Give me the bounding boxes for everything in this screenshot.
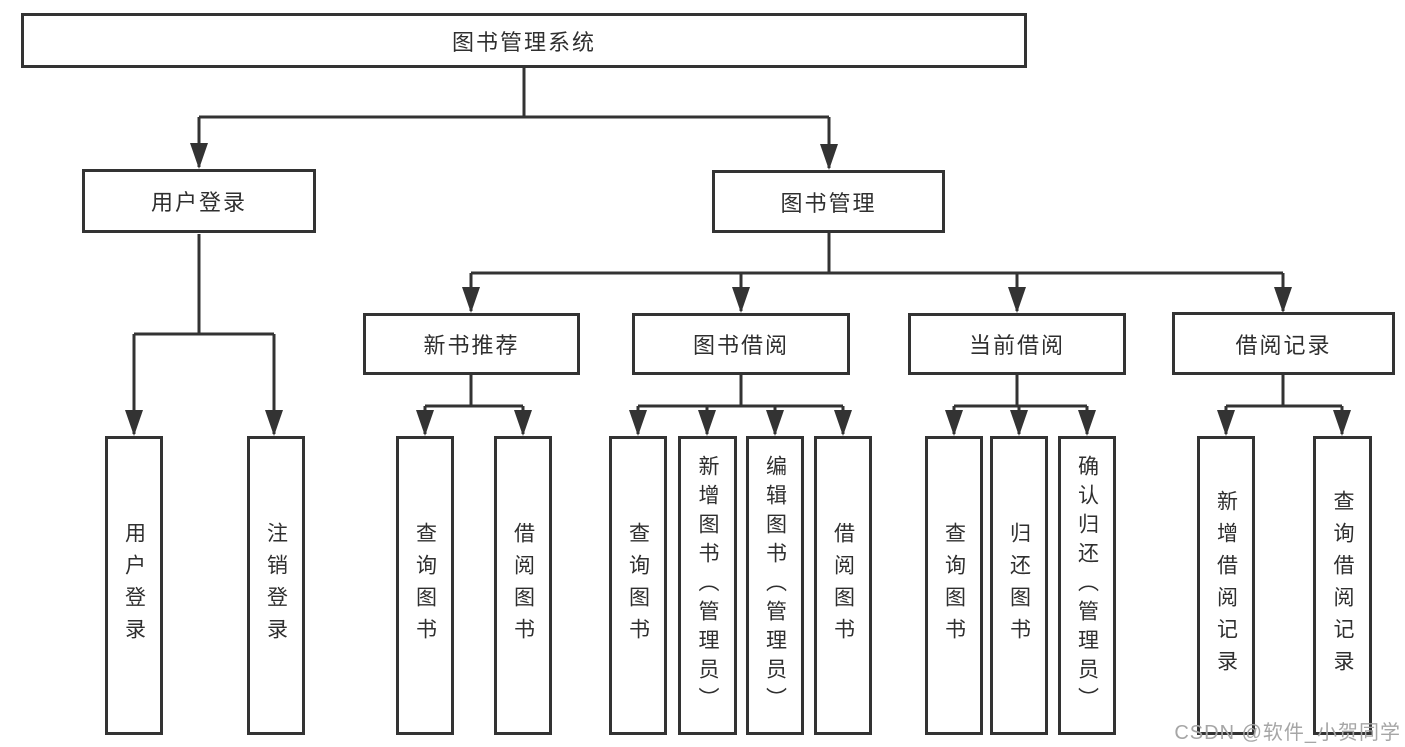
- node-user-login-leaf: 用户登录: [105, 436, 163, 735]
- node-label: 注销登录: [264, 521, 288, 650]
- node-label: 查询图书: [413, 521, 437, 650]
- node-label: 用户登录: [150, 190, 247, 215]
- node-label: 图书借阅: [692, 333, 789, 358]
- node-borrow-records: 借阅记录: [1172, 312, 1395, 375]
- node-label: 查询图书: [942, 521, 966, 650]
- node-label: 图书管理系统: [451, 29, 596, 55]
- csdn-watermark: CSDN @软件_小贺同学: [1174, 722, 1401, 744]
- node-query-books-recommend: 查询图书: [396, 436, 454, 735]
- node-user-login: 用户登录: [82, 169, 316, 233]
- node-label: 确认归还（管理员）: [1075, 455, 1099, 716]
- node-label: 新增借阅记录: [1214, 489, 1238, 682]
- node-new-book-recommend: 新书推荐: [363, 313, 580, 375]
- node-label: 新增图书（管理员）: [696, 455, 719, 716]
- node-label: 图书管理: [780, 190, 877, 216]
- node-borrow-books-leaf: 借阅图书: [814, 436, 872, 735]
- node-label: 借阅图书: [831, 521, 855, 650]
- node-query-books-borrow: 查询图书: [609, 436, 667, 735]
- node-add-book-admin: 新增图书（管理员）: [678, 436, 737, 735]
- node-add-borrow-record: 新增借阅记录: [1197, 436, 1255, 735]
- node-query-borrow-record: 查询借阅记录: [1313, 436, 1372, 735]
- node-label: 借阅记录: [1235, 332, 1332, 358]
- node-label: 查询图书: [626, 521, 650, 650]
- node-confirm-return-admin: 确认归还（管理员）: [1058, 436, 1116, 735]
- node-book-management: 图书管理: [712, 170, 945, 233]
- node-label: 编辑图书（管理员）: [763, 455, 787, 716]
- node-label: 借阅图书: [511, 521, 535, 650]
- node-library-system: 图书管理系统: [21, 13, 1027, 68]
- node-label: 用户登录: [122, 521, 146, 650]
- node-query-books-current: 查询图书: [925, 436, 983, 735]
- node-label: 查询借阅记录: [1331, 489, 1354, 682]
- node-label: 新书推荐: [423, 333, 520, 358]
- node-current-borrow: 当前借阅: [908, 313, 1126, 375]
- node-logout-leaf: 注销登录: [247, 436, 305, 735]
- node-label: 当前借阅: [968, 333, 1065, 358]
- node-label: 归还图书: [1007, 521, 1031, 650]
- node-borrow-books-recommend: 借阅图书: [494, 436, 552, 735]
- node-edit-book-admin: 编辑图书（管理员）: [746, 436, 804, 735]
- node-book-borrow: 图书借阅: [632, 313, 850, 375]
- node-return-books: 归还图书: [990, 436, 1048, 735]
